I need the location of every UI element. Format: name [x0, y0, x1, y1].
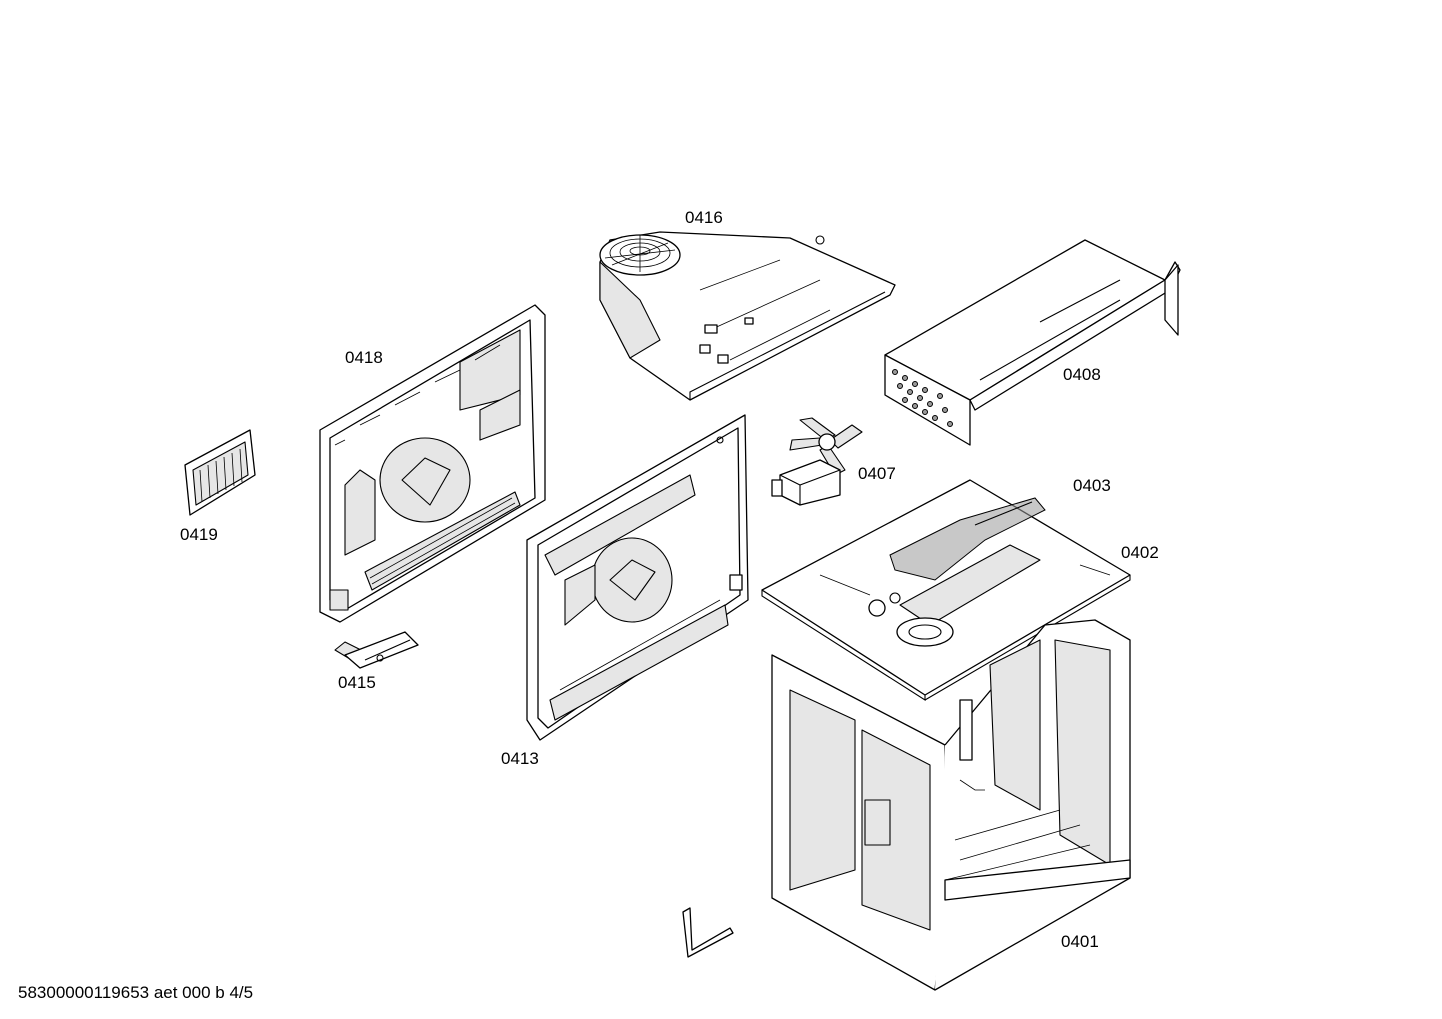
label-0416: 0416: [685, 208, 723, 227]
label-0413: 0413: [501, 749, 539, 768]
label-0407: 0407: [858, 464, 896, 483]
part-0407-fan-motor: [771, 417, 863, 506]
part-0402-top-plate: [761, 479, 1131, 702]
part-0415-bracket: [334, 631, 419, 669]
label-0408: 0408: [1063, 365, 1101, 384]
part-0403-gasket: [889, 497, 1046, 581]
label-0403: 0403: [1073, 476, 1111, 495]
part-0416-fan-duct: [599, 231, 896, 401]
part-0401-cavity-frame: [771, 619, 1131, 991]
part-0419-grille: [184, 429, 256, 516]
label-0402: 0402: [1121, 543, 1159, 562]
part-0413-inner-wall: [526, 414, 749, 741]
part-0418-rear-panel: [319, 304, 546, 623]
label-0401: 0401: [1061, 932, 1099, 951]
label-0415: 0415: [338, 673, 376, 692]
label-0418: 0418: [345, 348, 383, 367]
part-0408-rail: [884, 239, 1181, 446]
small-l-bracket: [682, 907, 734, 958]
footer-document-code: 58300000119653 aet 000 b 4/5: [18, 983, 253, 1002]
label-0419: 0419: [180, 525, 218, 544]
